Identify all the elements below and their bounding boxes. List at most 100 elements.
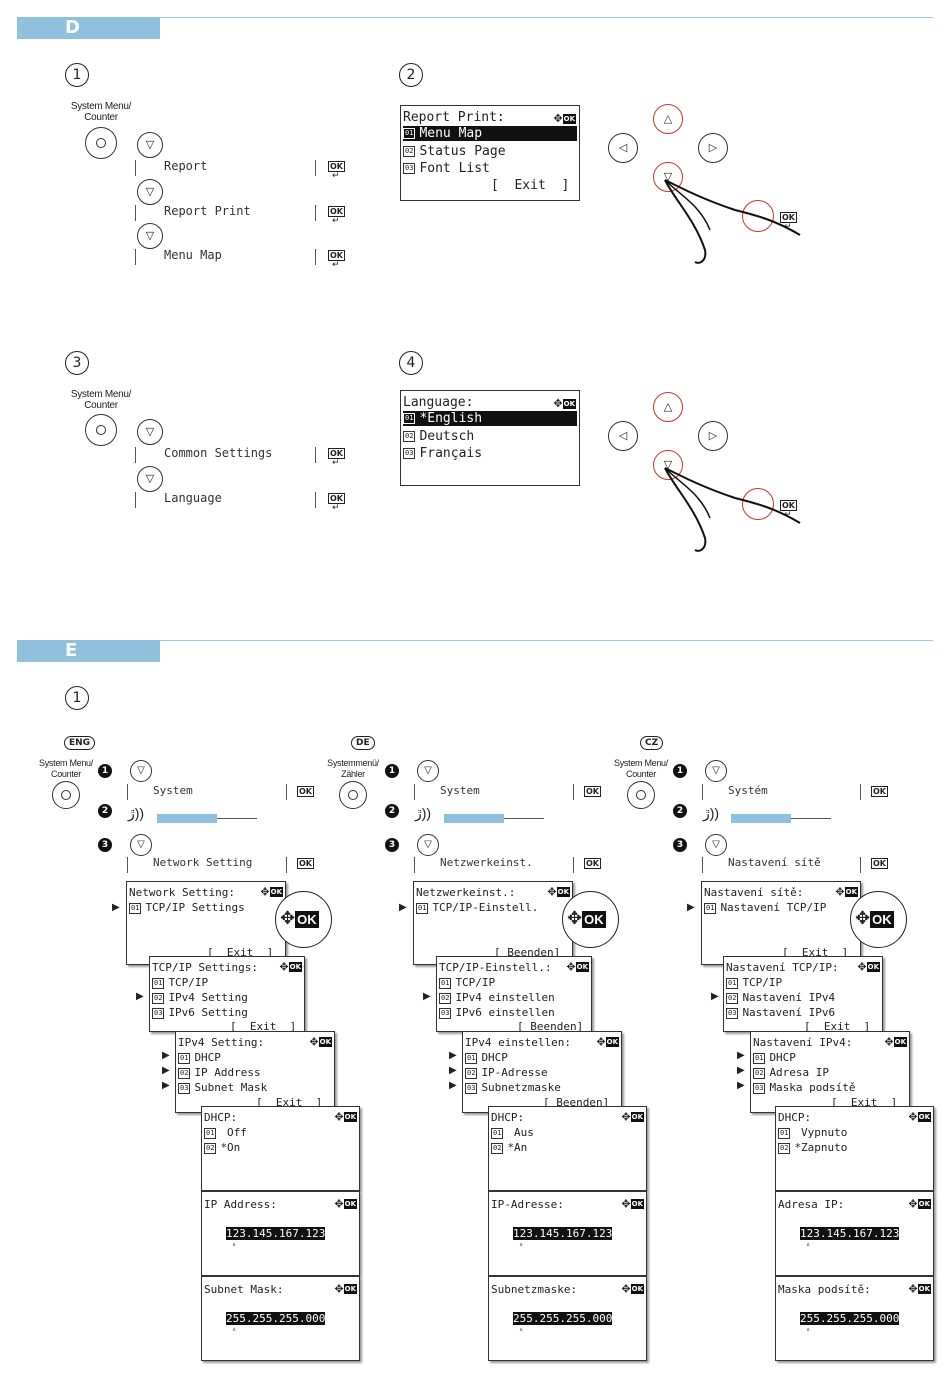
down-key[interactable]: ▽ [137,466,163,492]
ok-key-icon: OK [780,500,797,511]
menu-item-netzwerkeinst: Netzwerkeinst. [440,856,533,869]
maska-podsite-screen: Maska podsítě: ✥OK 255.255.255.000 ▵ [775,1276,934,1361]
left-key[interactable]: ◁ [608,133,638,163]
down-key[interactable]: ▽ [130,834,152,856]
system-menu-button[interactable] [339,781,367,809]
section-d-letter: D [65,17,80,38]
system-menu-counter-label: System Menu/ Counter [39,758,93,779]
ok-key-icon: OK [328,493,345,504]
keypad: △ ◁ ▷ ▽ OK ↵ [600,388,810,558]
ip-value[interactable]: 123.145.167.123 [513,1227,613,1240]
adresa-ip-screen: Adresa IP: ✥OK 123.145.167.123 ▵ [775,1191,934,1276]
screen-row: *English [419,411,483,426]
ok-key-icon: OK [328,161,345,172]
ok-key-icon: OK [780,212,797,223]
down-key[interactable]: ▽ [705,834,727,856]
screen-title: Language: [403,395,474,410]
progress-indicator [731,814,791,823]
menu-item-common-settings: Common Settings [164,446,273,460]
system-menu-counter-label: System Menu/ Counter [70,101,132,123]
system-menu-button[interactable] [627,781,655,809]
hand-icon [664,179,801,264]
up-key[interactable]: △ [653,104,683,134]
system-menu-button[interactable] [85,127,117,159]
subnet-mask-screen: Subnet Mask: ✥OK 255.255.255.000 ▵ [201,1276,360,1361]
ip-value[interactable]: 123.145.167.123 [800,1227,900,1240]
left-key[interactable]: ◁ [608,421,638,451]
progress-indicator [157,814,217,823]
keypad: △ ◁ ▷ ▽ OK ↵ [600,100,810,270]
lang-badge-de: DE [351,736,375,750]
arrow-keys-icon: ✥ [553,112,563,125]
dhcp-screen: DHCP: ✥OK 01 Off 02*On [201,1106,360,1191]
down-key[interactable]: ▽ [137,179,163,205]
menu-item-system: System [153,784,193,797]
menu-item-system: Systém [728,784,768,797]
ok-key-icon: OK [328,250,345,261]
ok-key-icon: OK [328,206,345,217]
down-key[interactable]: ▽ [130,760,152,782]
step-d3: 3 [65,351,89,375]
screen-row: Menu Map [419,126,483,141]
ok-zoom-bubble: ✥OK [850,891,907,948]
system-menu-button[interactable] [85,414,117,446]
sound-icon: ڙ)) [703,805,720,821]
right-key[interactable]: ▷ [698,421,728,451]
screen-row: Deutsch [419,429,475,444]
step-e1: 1 [65,686,89,710]
right-key[interactable]: ▷ [698,133,728,163]
down-key[interactable]: ▽ [137,223,163,249]
ok-key-icon: OK [328,448,345,459]
down-key[interactable]: ▽ [705,760,727,782]
step-d2: 2 [399,63,423,87]
screen-row: Font List [419,161,490,176]
mask-value[interactable]: 255.255.255.000 [226,1312,326,1325]
subnetzmaske-screen: Subnetzmaske: ✥OK 255.255.255.000 ▵ [488,1276,647,1361]
progress-indicator [444,814,504,823]
menu-item-language: Language [164,491,222,505]
sound-icon: ڙ)) [415,805,432,821]
arrow-keys-icon: ✥ [553,397,563,410]
sound-icon: ڙ)) [128,805,145,821]
screen-row: Français [419,446,483,461]
screen-footer: [ Exit ] [491,178,570,193]
dhcp-screen: DHCP: ✥OK 01 Vypnuto 02*Zapnuto [775,1106,934,1191]
down-key[interactable]: ▽ [417,834,439,856]
menu-item-report-print: Report Print [164,204,251,218]
down-key[interactable]: ▽ [137,132,163,158]
dhcp-screen: DHCP: ✥OK 01 Aus 02*An [488,1106,647,1191]
up-key[interactable]: △ [653,392,683,422]
screen-title: Report Print: [403,110,505,125]
section-e-rule [160,640,933,641]
mask-value[interactable]: 255.255.255.000 [800,1312,900,1325]
step-d4: 4 [399,351,423,375]
menu-item-nastaveni-site: Nastavení sítě [728,856,821,869]
ip-adresse-screen: IP-Adresse: ✥OK 123.145.167.123 ▵ [488,1191,647,1276]
lang-badge-eng: ENG [64,736,96,750]
down-key[interactable]: ▽ [137,419,163,445]
ok-zoom-bubble: ✥OK [275,891,332,948]
menu-item-menu-map: Menu Map [164,248,222,262]
ip-address-screen: IP Address: ✥OK 123.145.167.123 ▵ [201,1191,360,1276]
system-menu-counter-label: System Menu/ Counter [70,389,132,411]
down-key[interactable]: ▽ [417,760,439,782]
ok-zoom-bubble: ✥OK [562,891,619,948]
step-d1: 1 [65,63,89,87]
section-d-header: D [17,17,160,39]
mask-value[interactable]: 255.255.255.000 [513,1312,613,1325]
hand-icon [664,467,801,552]
screen-row: Status Page [419,144,506,159]
ip-value[interactable]: 123.145.167.123 [226,1227,326,1240]
section-e-header: E [17,640,160,662]
section-e-letter: E [65,640,78,661]
systemmenu-zahler-label: Systemmenü/ Zähler [327,758,379,779]
lang-badge-cz: CZ [640,736,664,750]
system-menu-button[interactable] [52,781,80,809]
